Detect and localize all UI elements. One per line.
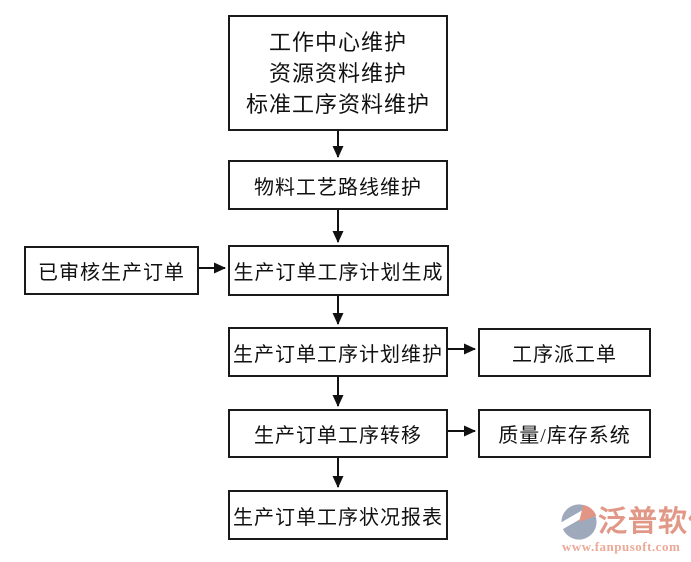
flow-box-label: 生产订单工序转移 — [254, 425, 422, 447]
flow-box-process-status-report: 生产订单工序状况报表 — [228, 490, 448, 540]
flow-box-label: 物料工艺路线维护 — [254, 176, 422, 199]
flow-box-label: 生产订单工序计划生成 — [233, 262, 444, 284]
flow-box-process-dispatch-ticket: 工序派工单 — [478, 328, 651, 377]
flow-box-label: 已审核生产订单 — [38, 262, 185, 284]
fanpu-logo-icon — [560, 503, 598, 540]
flow-box-label: 工序派工单 — [512, 344, 617, 366]
flow-box-quality-inventory-system: 质量/库存系统 — [478, 409, 651, 458]
flow-box-approved-production-order: 已审核生产订单 — [24, 246, 199, 295]
flow-box-label: 生产订单工序状况报表 — [233, 506, 443, 529]
flow-box-material-routing-maintenance: 物料工艺路线维护 — [228, 160, 448, 210]
brand-url: www.fanpusoft.com — [562, 539, 681, 554]
flow-box-process-transfer: 生产订单工序转移 — [228, 409, 448, 458]
flow-box-process-plan-maintenance: 生产订单工序计划维护 — [228, 327, 448, 377]
flow-box-line-standard-process: 标准工序资料维护 — [245, 91, 430, 117]
vendor-watermark: 泛普软件 www.fanpusoft.com — [560, 503, 691, 560]
flow-box-process-plan-generation: 生产订单工序计划生成 — [228, 245, 449, 296]
flow-box-line-resource-data: 资源资料维护 — [268, 60, 407, 86]
flow-box-master-data-maintenance: 工作中心维护 资源资料维护 标准工序资料维护 — [228, 15, 448, 131]
flow-box-line-work-center: 工作中心维护 — [268, 29, 407, 55]
flow-box-label: 生产订单工序计划维护 — [233, 343, 443, 366]
flow-box-label: 质量/库存系统 — [498, 425, 631, 447]
brand-name: 泛普软件 — [598, 506, 691, 538]
